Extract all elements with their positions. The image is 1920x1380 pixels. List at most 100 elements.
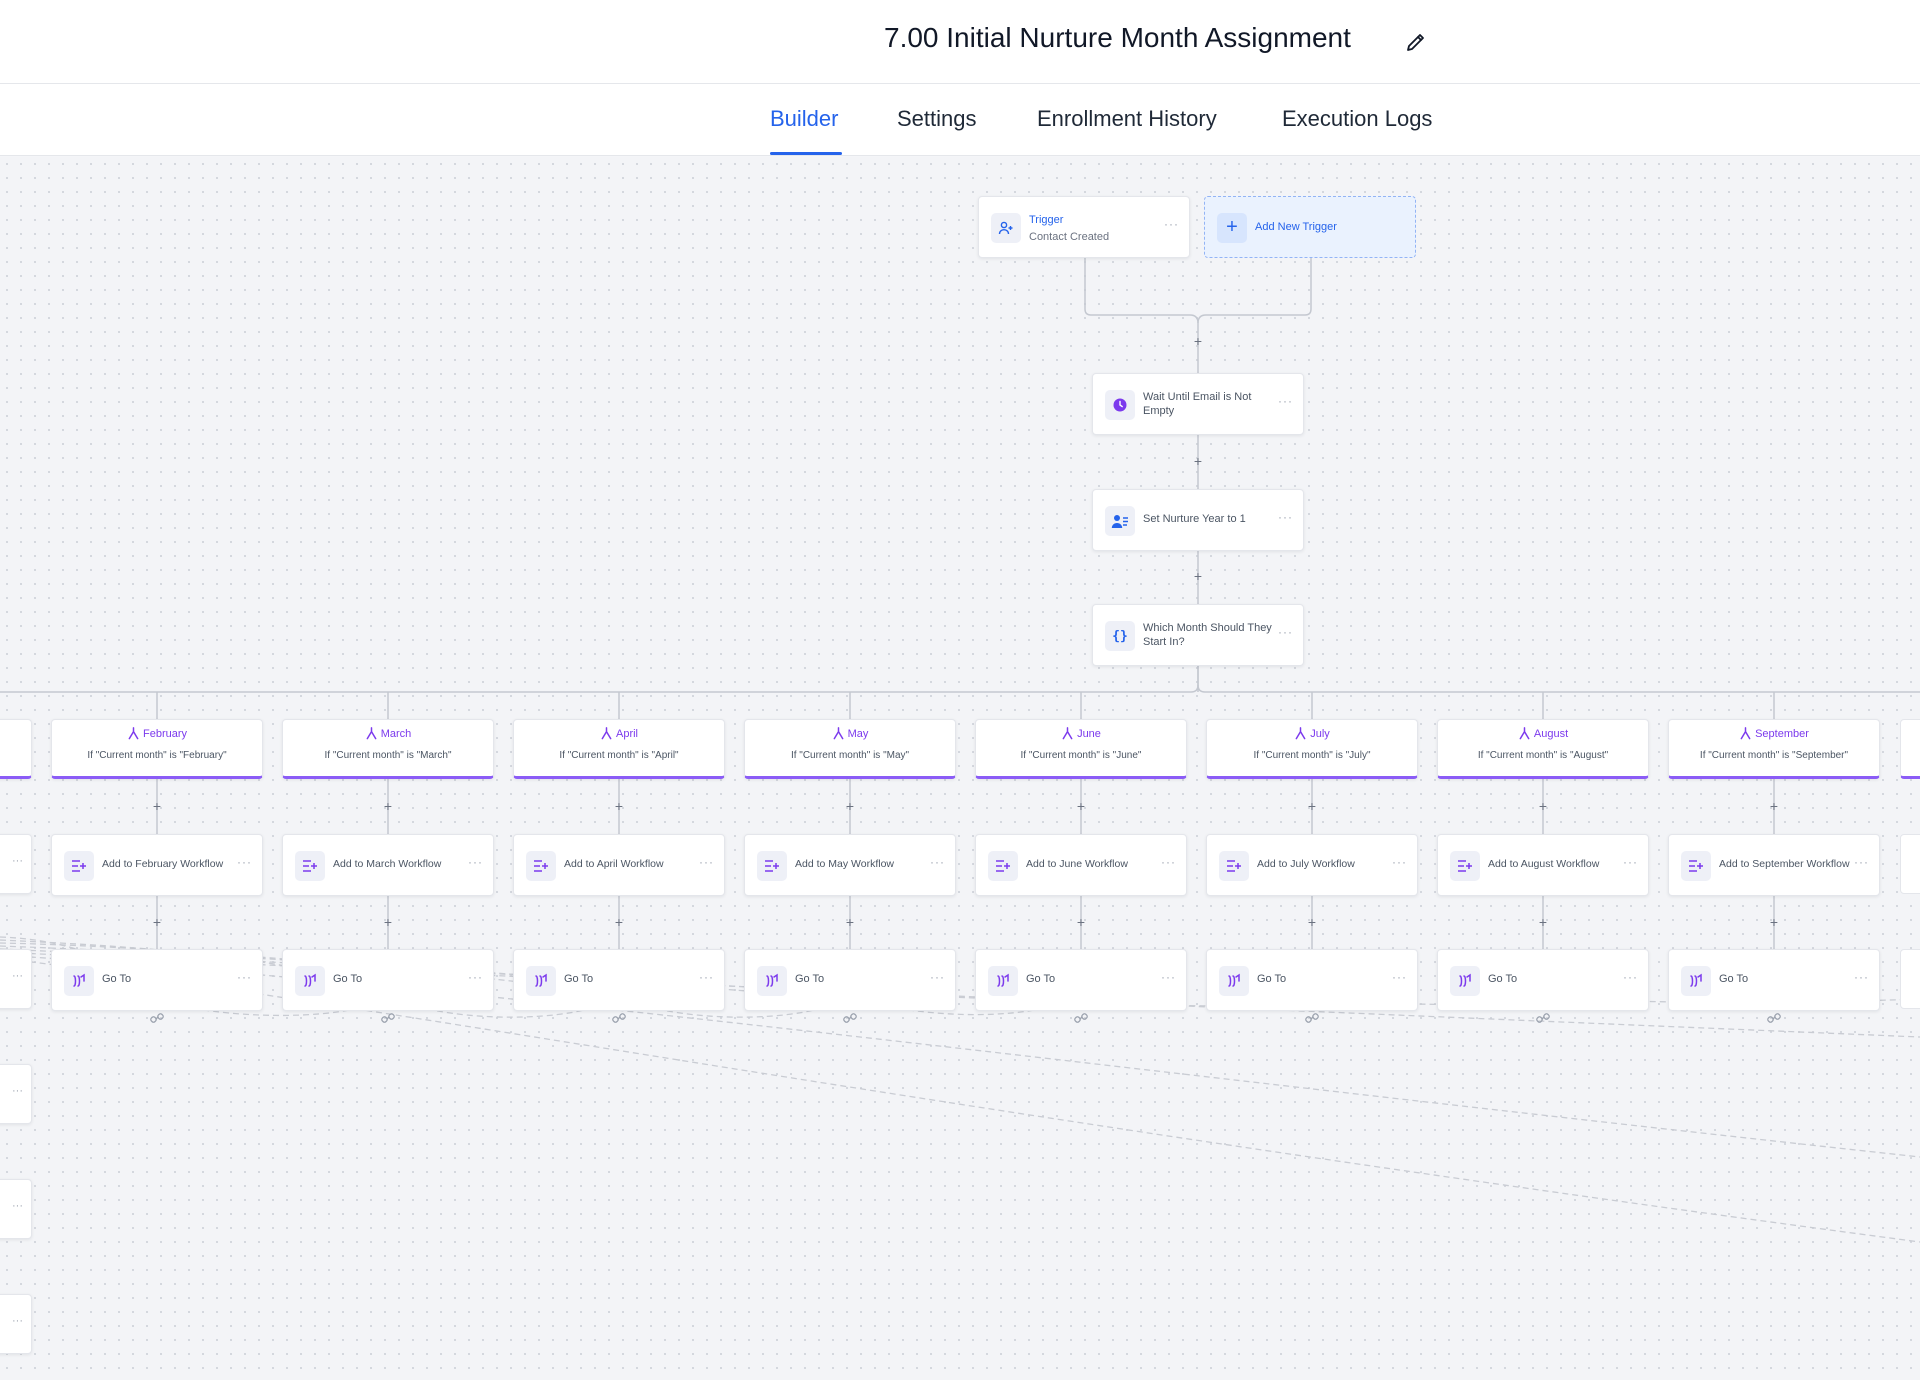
step-menu-button[interactable]: ···: [1392, 855, 1407, 869]
goto-node[interactable]: Go To ···: [51, 949, 263, 1011]
if-else-step-node[interactable]: {} Which Month Should They Start In? ···: [1092, 604, 1304, 666]
step-menu-button[interactable]: ···: [1161, 970, 1176, 984]
add-step-button[interactable]: +: [1538, 798, 1548, 814]
goto-node[interactable]: Go To ···: [975, 949, 1187, 1011]
link-icon[interactable]: [1304, 1010, 1320, 1026]
branch-fork-icon: [1518, 727, 1534, 740]
link-icon[interactable]: [380, 1010, 396, 1026]
add-step-button[interactable]: +: [845, 798, 855, 814]
add-step-button[interactable]: +: [614, 798, 624, 814]
step-menu-button[interactable]: ···: [237, 970, 252, 984]
add-to-workflow-node[interactable]: Add to September Workflow ···: [1668, 834, 1880, 896]
step-node-partial[interactable]: ···: [0, 1294, 32, 1354]
step-menu-button[interactable]: ···: [930, 970, 945, 984]
branch-node[interactable]: July If "Current month" is "July": [1206, 719, 1418, 779]
tab-execution-logs[interactable]: Execution Logs: [1282, 106, 1433, 131]
tab-builder[interactable]: Builder: [770, 106, 839, 131]
add-new-trigger-button[interactable]: + Add New Trigger: [1204, 196, 1416, 258]
branch-node[interactable]: August If "Current month" is "August": [1437, 719, 1649, 779]
step-menu-button[interactable]: ···: [1623, 855, 1638, 869]
branch-node[interactable]: May If "Current month" is "May": [744, 719, 956, 779]
add-step-button[interactable]: +: [845, 914, 855, 930]
add-step-button[interactable]: +: [1769, 798, 1779, 814]
link-icon[interactable]: [1073, 1010, 1089, 1026]
branch-node-partial[interactable]: [1900, 719, 1920, 779]
link-icon[interactable]: [149, 1010, 165, 1026]
tab-settings[interactable]: Settings: [897, 106, 977, 131]
add-to-workflow-node[interactable]: Add to July Workflow ···: [1206, 834, 1418, 896]
link-icon[interactable]: [1535, 1010, 1551, 1026]
step-menu-button[interactable]: ···: [468, 970, 483, 984]
branch-condition: If "Current month" is "April": [559, 750, 679, 761]
goto-node-partial[interactable]: ···: [0, 949, 32, 1009]
add-step-button[interactable]: +: [1193, 568, 1203, 584]
branch-name: September: [1755, 728, 1809, 740]
step-node-partial[interactable]: ···: [0, 1064, 32, 1124]
step-node-partial[interactable]: ···: [0, 1179, 32, 1239]
goto-node[interactable]: Go To ···: [1437, 949, 1649, 1011]
step-menu-button[interactable]: ···: [237, 855, 252, 869]
action-node-partial[interactable]: ···: [0, 834, 32, 894]
add-step-button[interactable]: +: [383, 798, 393, 814]
add-to-workflow-node[interactable]: Add to August Workflow ···: [1437, 834, 1649, 896]
workflow-canvas[interactable]: Trigger Contact Created ··· + Add New Tr…: [0, 157, 1920, 1380]
goto-node[interactable]: Go To ···: [1668, 949, 1880, 1011]
add-to-workflow-node[interactable]: Add to February Workflow ···: [51, 834, 263, 896]
action-node-partial[interactable]: [1900, 834, 1920, 894]
step-menu-button[interactable]: ···: [1278, 625, 1293, 639]
add-step-button[interactable]: +: [1307, 914, 1317, 930]
action-label: Add to April Workflow: [564, 858, 664, 870]
branch-node[interactable]: February If "Current month" is "February…: [51, 719, 263, 779]
step-menu-button[interactable]: ···: [1392, 970, 1407, 984]
step-menu-button[interactable]: ···: [699, 970, 714, 984]
step-menu-button[interactable]: ···: [1854, 855, 1869, 869]
add-step-button[interactable]: +: [1193, 453, 1203, 469]
add-step-button[interactable]: +: [1538, 914, 1548, 930]
add-to-workflow-node[interactable]: Add to March Workflow ···: [282, 834, 494, 896]
branch-node[interactable]: March If "Current month" is "March": [282, 719, 494, 779]
update-field-step-node[interactable]: Set Nurture Year to 1 ···: [1092, 489, 1304, 551]
step-menu-button[interactable]: ···: [1623, 970, 1638, 984]
goto-node[interactable]: Go To ···: [282, 949, 494, 1011]
goto-node-partial[interactable]: [1900, 949, 1920, 1009]
step-menu-button[interactable]: ···: [1161, 855, 1176, 869]
goto-node[interactable]: Go To ···: [1206, 949, 1418, 1011]
step-menu-button[interactable]: ···: [468, 855, 483, 869]
pencil-icon[interactable]: [1404, 30, 1428, 54]
link-icon[interactable]: [842, 1010, 858, 1026]
trigger-menu-button[interactable]: ···: [1164, 217, 1179, 231]
add-step-button[interactable]: +: [614, 914, 624, 930]
add-to-workflow-node[interactable]: Add to April Workflow ···: [513, 834, 725, 896]
add-step-button[interactable]: +: [152, 914, 162, 930]
trigger-node[interactable]: Trigger Contact Created ···: [978, 196, 1190, 258]
add-step-button[interactable]: +: [1076, 914, 1086, 930]
add-to-workflow-node[interactable]: Add to May Workflow ···: [744, 834, 956, 896]
wait-step-node[interactable]: Wait Until Email is Not Empty ···: [1092, 373, 1304, 435]
add-to-workflow-node[interactable]: Add to June Workflow ···: [975, 834, 1187, 896]
add-step-button[interactable]: +: [383, 914, 393, 930]
tab-bar: Builder Settings Enrollment History Exec…: [0, 84, 1920, 156]
tab-enrollment-history[interactable]: Enrollment History: [1037, 106, 1217, 131]
step-menu-button[interactable]: ···: [1278, 510, 1293, 524]
add-step-button[interactable]: +: [152, 798, 162, 814]
step-menu-button[interactable]: ···: [699, 855, 714, 869]
add-to-workflow-icon: [526, 851, 556, 881]
add-step-button[interactable]: +: [1769, 914, 1779, 930]
goto-node[interactable]: Go To ···: [744, 949, 956, 1011]
add-to-workflow-icon: [295, 851, 325, 881]
plus-icon: +: [1217, 213, 1247, 243]
step-menu-button[interactable]: ···: [1854, 970, 1869, 984]
link-icon[interactable]: [611, 1010, 627, 1026]
branch-node-partial[interactable]: [0, 719, 32, 779]
goto-node[interactable]: Go To ···: [513, 949, 725, 1011]
step-menu-button[interactable]: ···: [930, 855, 945, 869]
add-step-button[interactable]: +: [1076, 798, 1086, 814]
branch-node[interactable]: April If "Current month" is "April": [513, 719, 725, 779]
step-menu-button[interactable]: ···: [1278, 394, 1293, 408]
branch-node[interactable]: September If "Current month" is "Septemb…: [1668, 719, 1880, 779]
action-label: Add to August Workflow: [1488, 858, 1600, 870]
link-icon[interactable]: [1766, 1010, 1782, 1026]
add-step-button[interactable]: +: [1307, 798, 1317, 814]
branch-node[interactable]: June If "Current month" is "June": [975, 719, 1187, 779]
add-step-button[interactable]: +: [1193, 333, 1203, 349]
